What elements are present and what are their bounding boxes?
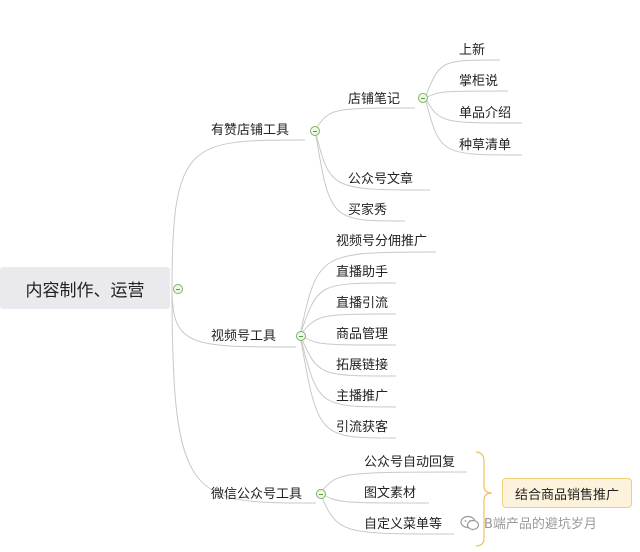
- collapse-toggle-shop-notes[interactable]: [418, 93, 428, 103]
- node-notes-talk[interactable]: 掌柜说: [459, 74, 499, 89]
- watermark-text: B端产品的避坑岁月: [484, 517, 597, 532]
- summary-label: 结合商品销售推广: [514, 487, 619, 503]
- connector-shop-buyershow: [314, 129, 406, 222]
- connector-notes-list: [424, 97, 523, 156]
- collapse-toggle-video-tools[interactable]: [296, 331, 306, 341]
- node-wechat-materials[interactable]: 图文素材: [364, 486, 417, 501]
- node-wechat-menu[interactable]: 自定义菜单等: [364, 517, 443, 532]
- connector-root-wechat: [171, 287, 317, 504]
- node-video-live-traffic[interactable]: 直播引流: [336, 296, 389, 311]
- node-shop-article[interactable]: 公众号文章: [348, 172, 414, 187]
- node-video-tools[interactable]: 视频号工具: [211, 329, 277, 344]
- connector-video-7: [299, 334, 397, 439]
- node-video-live-assistant[interactable]: 直播助手: [336, 265, 389, 280]
- summary-node[interactable]: 结合商品销售推广: [502, 478, 632, 508]
- connector-wechat-3: [319, 492, 455, 535]
- connector-video-1: [299, 251, 437, 336]
- wechat-icon: [460, 515, 480, 530]
- node-video-anchor[interactable]: 主播推广: [336, 389, 389, 404]
- node-shop-tools[interactable]: 有赞店铺工具: [211, 123, 290, 138]
- node-video-products[interactable]: 商品管理: [336, 327, 389, 342]
- node-video-links[interactable]: 拓展链接: [336, 358, 389, 373]
- connector-shop-article: [314, 129, 431, 191]
- summary-bracket: [475, 451, 493, 547]
- connector-notes-talk: [424, 90, 509, 99]
- watermark: B端产品的避坑岁月: [460, 513, 597, 532]
- connector-video-2: [299, 282, 397, 336]
- node-wechat-autoreply[interactable]: 公众号自动回复: [364, 455, 456, 470]
- collapse-toggle-wechat-tools[interactable]: [316, 489, 326, 499]
- node-shop-notes[interactable]: 店铺笔记: [348, 92, 401, 107]
- node-notes-intro[interactable]: 单品介绍: [459, 106, 512, 121]
- connector-root-video: [171, 287, 297, 348]
- root-label: 内容制作、运营: [25, 280, 145, 301]
- node-video-commission[interactable]: 视频号分佣推广: [336, 234, 428, 249]
- collapse-toggle-shop-tools[interactable]: [310, 126, 320, 136]
- node-wechat-tools[interactable]: 微信公众号工具: [211, 487, 303, 502]
- connector-shop-notes: [314, 107, 416, 131]
- node-shop-buyershow[interactable]: 买家秀: [348, 203, 388, 218]
- collapse-toggle-root[interactable]: [173, 284, 183, 294]
- connector-notes-intro: [424, 97, 523, 124]
- node-video-leads[interactable]: 引流获客: [336, 420, 389, 435]
- connector-wechat-1: [319, 471, 468, 494]
- connector-notes-new: [424, 59, 501, 99]
- connector-root-shop: [171, 139, 306, 289]
- root-node[interactable]: 内容制作、运营: [0, 267, 170, 309]
- connector-video-3: [299, 313, 397, 336]
- connector-video-5: [299, 334, 397, 377]
- connector-video-6: [299, 334, 397, 408]
- node-notes-list[interactable]: 种草清单: [459, 138, 512, 153]
- node-notes-new[interactable]: 上新: [459, 43, 486, 58]
